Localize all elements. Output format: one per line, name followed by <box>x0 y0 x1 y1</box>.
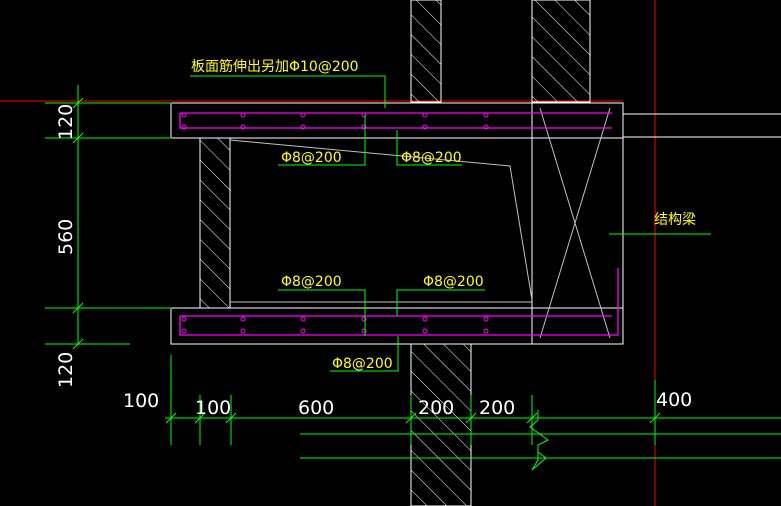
top-extension-label: 板面筋伸出另加Φ10@200 <box>191 58 359 75</box>
top-right-bar-label: Φ8@200 <box>401 150 462 166</box>
bottom-slab-bar-label: Φ8@200 <box>332 356 393 372</box>
top-left-bar-label: Φ8@200 <box>281 150 342 166</box>
annotation-leaders <box>190 75 711 372</box>
dim-horizontal-600: 600 <box>298 397 334 419</box>
vertical-dimension-lines <box>45 85 172 350</box>
beam-cross-line <box>539 107 611 339</box>
structural-beam <box>531 102 624 345</box>
bottom-left-bar-label: Φ8@200 <box>281 274 342 290</box>
dim-vertical-560: 560 <box>55 219 77 255</box>
rebar-top <box>179 112 612 129</box>
wall-left <box>199 137 231 309</box>
rebar-bottom <box>179 268 619 336</box>
structural-beam-label: 结构梁 <box>654 212 696 228</box>
horizontal-dimension-lines <box>165 355 781 471</box>
wall-lower <box>410 343 472 506</box>
rebar-dots-bottom <box>181 316 489 334</box>
dim-vertical-120-top: 120 <box>55 104 77 140</box>
dim-horizontal-400: 400 <box>656 389 692 411</box>
dim-horizontal-100-left: 100 <box>123 390 159 412</box>
wall-upper-right <box>531 0 591 103</box>
rebar-dots-top <box>181 112 489 130</box>
dim-horizontal-200-a: 200 <box>418 397 454 419</box>
dim-vertical-120-bottom: 120 <box>55 352 77 388</box>
dim-horizontal-100: 100 <box>195 397 231 419</box>
dim-horizontal-200-b: 200 <box>479 397 515 419</box>
wall-upper-left <box>410 0 442 103</box>
inner-line <box>229 139 533 301</box>
bottom-right-bar-label: Φ8@200 <box>423 274 484 290</box>
